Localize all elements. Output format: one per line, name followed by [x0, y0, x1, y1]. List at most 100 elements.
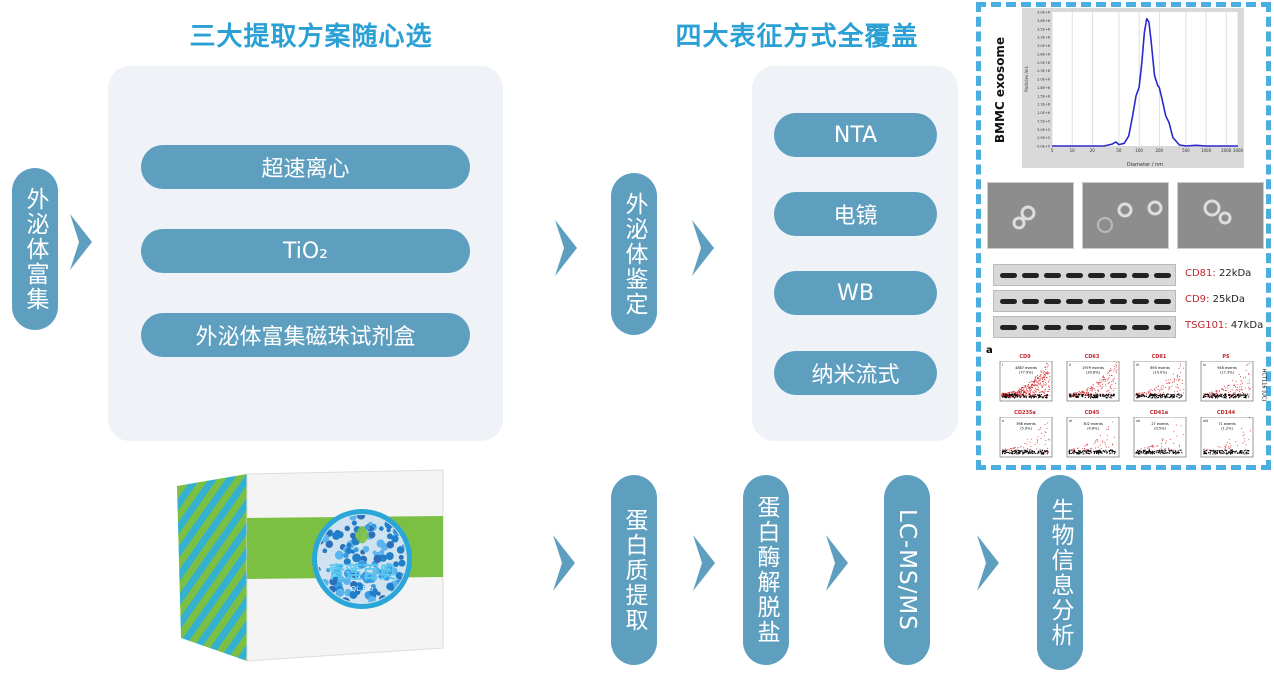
- flow-background-dot: [1241, 450, 1243, 452]
- y-tick-label: 1.8E+6: [1037, 86, 1050, 90]
- flow-background-dot: [1111, 451, 1113, 453]
- flow-background-dot: [1139, 394, 1141, 397]
- flow-background-dot: [1222, 395, 1225, 397]
- flow-background-dot: [1230, 449, 1232, 451]
- flow-background-dot: [1238, 452, 1240, 455]
- flow-event-dot: [1021, 387, 1023, 389]
- flow-background-dot: [1174, 451, 1177, 453]
- flow-event-dot: [1022, 396, 1024, 398]
- step-lc-ms-ms: LC-MS/MS: [884, 475, 930, 665]
- bead: [368, 521, 373, 526]
- flow-event-dot: [1247, 383, 1249, 385]
- flow-marker: CD45: [1084, 410, 1100, 416]
- flow-background-dot: [1239, 452, 1241, 454]
- flow-background-dot: [1039, 394, 1041, 397]
- chevron-right-icon: [693, 535, 715, 591]
- tem-image: [987, 182, 1074, 249]
- flow-event-dot: [1160, 393, 1162, 395]
- flow-event-dot: [1023, 388, 1025, 390]
- flow-background-dot: [1014, 452, 1016, 455]
- flow-event-dot: [1038, 391, 1040, 393]
- flow-event-dot: [1044, 424, 1046, 426]
- flow-event-dot: [1035, 380, 1037, 382]
- flow-event-dot: [1150, 445, 1152, 447]
- flow-background-dot: [1017, 451, 1020, 453]
- flow-event-dot: [1163, 396, 1165, 398]
- flow-event-dot: [1040, 437, 1042, 439]
- flow-event-dot: [1149, 390, 1151, 392]
- flow-background-dot: [1024, 395, 1026, 397]
- flow-background-dot: [1029, 394, 1031, 396]
- flow-event-dot: [1249, 388, 1251, 390]
- flow-event-dot: [1043, 380, 1045, 382]
- flow-background-dot: [1138, 449, 1141, 452]
- bead: [386, 527, 391, 533]
- flow-background-dot: [1037, 394, 1039, 397]
- flow-event-dot: [1095, 441, 1097, 443]
- flow-background-dot: [1232, 450, 1234, 453]
- flow-background-dot: [1003, 450, 1005, 452]
- flow-event-dot: [1077, 447, 1079, 449]
- flow-background-dot: [1040, 453, 1042, 455]
- flow-background-dot: [1211, 397, 1214, 399]
- flow-event-dot: [1172, 381, 1174, 383]
- flow-background-dot: [1011, 394, 1013, 396]
- flow-event-dot: [1080, 393, 1082, 395]
- flow-event-dot: [1239, 376, 1241, 378]
- wb-blot-row: [993, 316, 1176, 338]
- wb-label: CD9: 25kDa: [1185, 294, 1245, 305]
- flow-background-dot: [1167, 396, 1169, 399]
- flow-background-dot: [1094, 397, 1097, 399]
- flow-background-dot: [1082, 393, 1084, 396]
- flow-event-dot: [1216, 390, 1218, 392]
- flow-event-dot: [1084, 445, 1086, 447]
- bead: [357, 561, 366, 569]
- flow-background-dot: [1214, 395, 1216, 397]
- flow-event-dot: [1091, 388, 1093, 390]
- flow-event-dot: [1039, 380, 1041, 382]
- wb-band: [1132, 299, 1149, 304]
- flow-background-dot: [1033, 394, 1035, 396]
- chevron-right-icon: [555, 220, 577, 276]
- flow-event-dot: [1008, 449, 1010, 451]
- flow-background-dot: [1176, 451, 1178, 453]
- flow-event-dot: [1092, 388, 1094, 390]
- flow-event-dot: [1239, 389, 1241, 391]
- flow-background-dot: [1033, 450, 1036, 452]
- flow-background-dot: [1246, 449, 1248, 451]
- flow-event-dot: [1141, 392, 1143, 394]
- flow-background-dot: [1138, 452, 1140, 455]
- flow-event-dot: [1044, 377, 1046, 379]
- flow-background-dot: [1165, 452, 1167, 455]
- flow-background-dot: [1248, 396, 1250, 398]
- flow-event-dot: [1102, 440, 1104, 442]
- bead: [352, 553, 361, 563]
- flow-event-dot: [1135, 392, 1137, 394]
- flow-background-dot: [1246, 451, 1248, 453]
- flow-background-dot: [1074, 451, 1076, 453]
- flow-event-dot: [1244, 440, 1246, 442]
- flow-background-dot: [1096, 395, 1099, 398]
- flow-event-dot: [1147, 446, 1149, 448]
- flow-background-dot: [1096, 394, 1098, 396]
- flow-background-dot: [1107, 395, 1109, 397]
- flow-event-dot: [1242, 388, 1244, 390]
- flow-events: 71 events: [1218, 422, 1236, 426]
- flow-event-dot: [1105, 385, 1107, 387]
- flow-event-dot: [1240, 383, 1242, 385]
- flow-background-dot: [1013, 450, 1015, 452]
- flow-background-dot: [1243, 394, 1245, 397]
- wb-band: [1044, 273, 1061, 278]
- flow-background-dot: [1024, 450, 1026, 452]
- flow-background-dot: [1141, 393, 1143, 395]
- flow-background-dot: [1214, 396, 1217, 398]
- flow-event-dot: [1115, 370, 1117, 372]
- flow-background-dot: [1224, 396, 1226, 399]
- flow-background-dot: [1001, 453, 1004, 455]
- flow-event-dot: [1037, 381, 1039, 383]
- flow-event-dot: [1105, 383, 1107, 385]
- flow-background-dot: [1037, 451, 1039, 453]
- flow-background-dot: [1006, 396, 1008, 398]
- flow-event-dot: [1168, 447, 1170, 449]
- flow-event-dot: [1175, 393, 1177, 395]
